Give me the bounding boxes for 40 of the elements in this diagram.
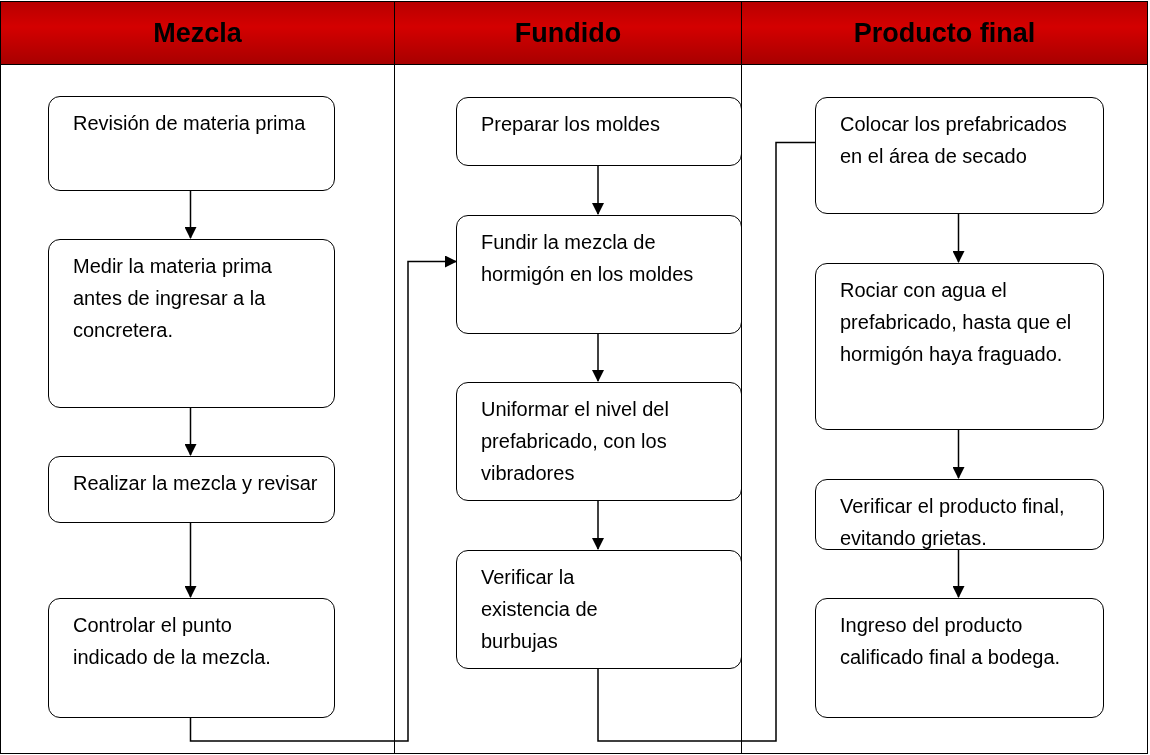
lane-header: Fundido: [395, 2, 741, 65]
process-box: [48, 598, 335, 718]
process-box: [815, 97, 1104, 214]
step-text: Preparar los moldes: [481, 112, 661, 137]
arrow: [952, 212, 965, 263]
step-text: Colocar los prefabricados en el área de secado: [840, 112, 1068, 169]
arrow: [592, 499, 604, 550]
arrow: [592, 164, 604, 215]
step-text: Realizar la mezcla y revisar: [73, 471, 319, 496]
step-text: Revisión de materia prima: [73, 111, 307, 136]
swimlane: [394, 1, 742, 754]
step-text: Rociar con agua el prefabricado, hasta que el hormigón haya fraguado.: [840, 278, 1073, 367]
arrow: [592, 332, 604, 382]
process-box: [456, 97, 742, 166]
step-text: Verificar el producto final, evitando grietas.: [840, 494, 1066, 551]
process-box: [815, 479, 1104, 550]
swimlane: [741, 1, 1148, 754]
arrow: [184, 189, 197, 239]
process-box: [456, 215, 742, 334]
process-box: [456, 382, 742, 501]
step-text: Verificar la existencia de burbujas: [481, 565, 599, 654]
step-text: Medir la materia prima antes de ingresar a la concretera.: [73, 254, 273, 343]
process-box: [48, 456, 335, 523]
process-box: [48, 239, 335, 408]
arrow: [184, 406, 197, 456]
swimlane: [0, 1, 395, 754]
lane-header: Mezcla: [1, 2, 394, 65]
lane-header: Producto final: [742, 2, 1147, 65]
arrow: [952, 548, 965, 598]
arrow: [184, 521, 197, 598]
step-text: Ingreso del producto calificado final a bodega.: [840, 613, 1062, 670]
process-box: [815, 263, 1104, 430]
process-box: [456, 550, 742, 669]
step-text: Fundir la mezcla de hormigón en los moldes: [481, 230, 695, 287]
arrow: [189, 255, 457, 742]
step-text: Controlar el punto indicado de la mezcla.: [73, 613, 272, 670]
step-text: Uniformar el nivel del prefabricado, con los vibradores: [481, 397, 670, 486]
process-box: [48, 96, 335, 191]
arrow: [952, 428, 965, 479]
process-box: [815, 598, 1104, 718]
